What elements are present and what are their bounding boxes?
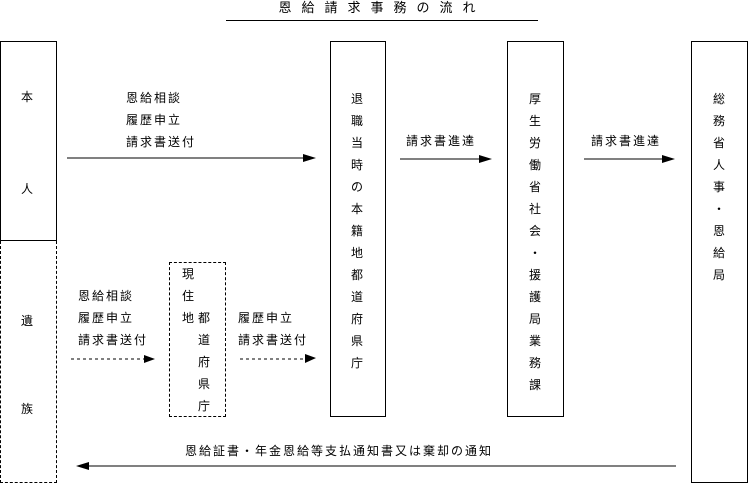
mhlw-char: 生 [528,114,541,128]
mhlw-char: 課 [528,378,541,392]
mhlw-char: ・ [528,246,541,260]
mhlw-char: 厚 [528,92,541,106]
prefecture-label: 退職当時の本籍地都道府県庁 [350,88,364,374]
genjuchi-line2-char: 府 [197,355,210,369]
arrowhead-honnin-to-prefecture [303,154,316,162]
honnin-action-3: 請求書送付 [126,135,197,149]
izoku-char-1: 遺 [21,314,34,328]
mhlw-box [507,41,564,417]
genjuchi-action-2: 請求書送付 [238,333,309,347]
mhlw-char: 務 [528,356,541,370]
prefecture-char: 都 [350,268,363,282]
genjuchi-line2: 都 道 府 県 庁 [197,307,211,417]
honnin-action-2: 履歴申立 [126,113,183,127]
genjuchi-line2-char: 都 [197,311,210,325]
genjuchi-action-1: 履歴申立 [238,311,295,325]
mic-char: 恩 [712,224,725,238]
mhlw-to-mic-label: 請求書進達 [591,134,662,148]
mic-label: 総務省人事・恩給局 [712,88,726,286]
mic-char: 総 [712,92,725,106]
mhlw-char: 労 [528,136,541,150]
izoku-action-3: 請求書送付 [78,333,149,347]
izoku-action-2: 履歴申立 [78,311,135,325]
mic-char: 人 [712,158,725,172]
mic-char: 事 [712,180,725,194]
prefecture-char: 籍 [350,224,363,238]
mic-char: 務 [712,114,725,128]
prefecture-char: 時 [350,158,363,172]
honnin-box [0,41,57,241]
genjuchi-line2-char: 庁 [197,399,210,413]
prefecture-char: 道 [350,290,363,304]
genjuchi-box [169,262,226,417]
mhlw-char: 社 [528,202,541,216]
mhlw-label: 厚生労働省社会・援護局業務課 [528,88,542,396]
prefecture-char: 庁 [350,356,363,370]
mic-box [691,41,748,483]
mic-char: 省 [712,136,725,150]
mhlw-char: 援 [528,268,541,282]
genjuchi-line2-char: 県 [197,377,210,391]
arrowhead-izoku-to-genjuchi [144,355,155,363]
honnin-char-1: 本 [21,90,34,104]
pref-to-mhlw-label: 請求書進達 [406,134,477,148]
genjuchi-line1: 現 住 地 [181,263,195,329]
mic-char: 給 [712,246,725,260]
prefecture-char: 当 [350,136,363,150]
bottom-notice-label: 恩給証書・年金恩給等支払通知書又は棄却の通知 [185,444,494,458]
genjuchi-line1-char: 現 [181,267,194,281]
mhlw-char: 業 [528,334,541,348]
mic-char: 局 [712,268,725,282]
honnin-char-2: 人 [21,182,34,196]
arrowhead-mic-to-applicant [76,462,89,470]
honnin-action-1: 恩給相談 [126,91,183,105]
genjuchi-line2-char: 道 [197,333,210,347]
mhlw-char: 局 [528,312,541,326]
prefecture-char: 退 [350,92,363,106]
mic-char: ・ [712,202,725,216]
genjuchi-line1-char: 住 [181,289,194,303]
genjuchi-line1-char: 地 [181,311,194,325]
izoku-char-2: 族 [21,402,34,416]
prefecture-char: 地 [350,246,363,260]
izoku-action-1: 恩給相談 [78,289,135,303]
prefecture-char: 職 [350,114,363,128]
arrowhead-mhlw-to-mic [662,155,675,163]
prefecture-char: 県 [350,334,363,348]
mhlw-char: 働 [528,158,541,172]
prefecture-char: 本 [350,202,363,216]
arrowhead-prefecture-to-mhlw [479,155,492,163]
mhlw-char: 会 [528,224,541,238]
mhlw-char: 護 [528,290,541,304]
arrowhead-genjuchi-to-prefecture [305,354,316,363]
prefecture-char: の [350,180,363,194]
prefecture-char: 府 [350,312,363,326]
prefecture-box [330,41,386,417]
izoku-box [0,241,57,483]
diagram-title: 恩給請求事務の流れ [226,0,538,21]
mhlw-char: 省 [528,180,541,194]
